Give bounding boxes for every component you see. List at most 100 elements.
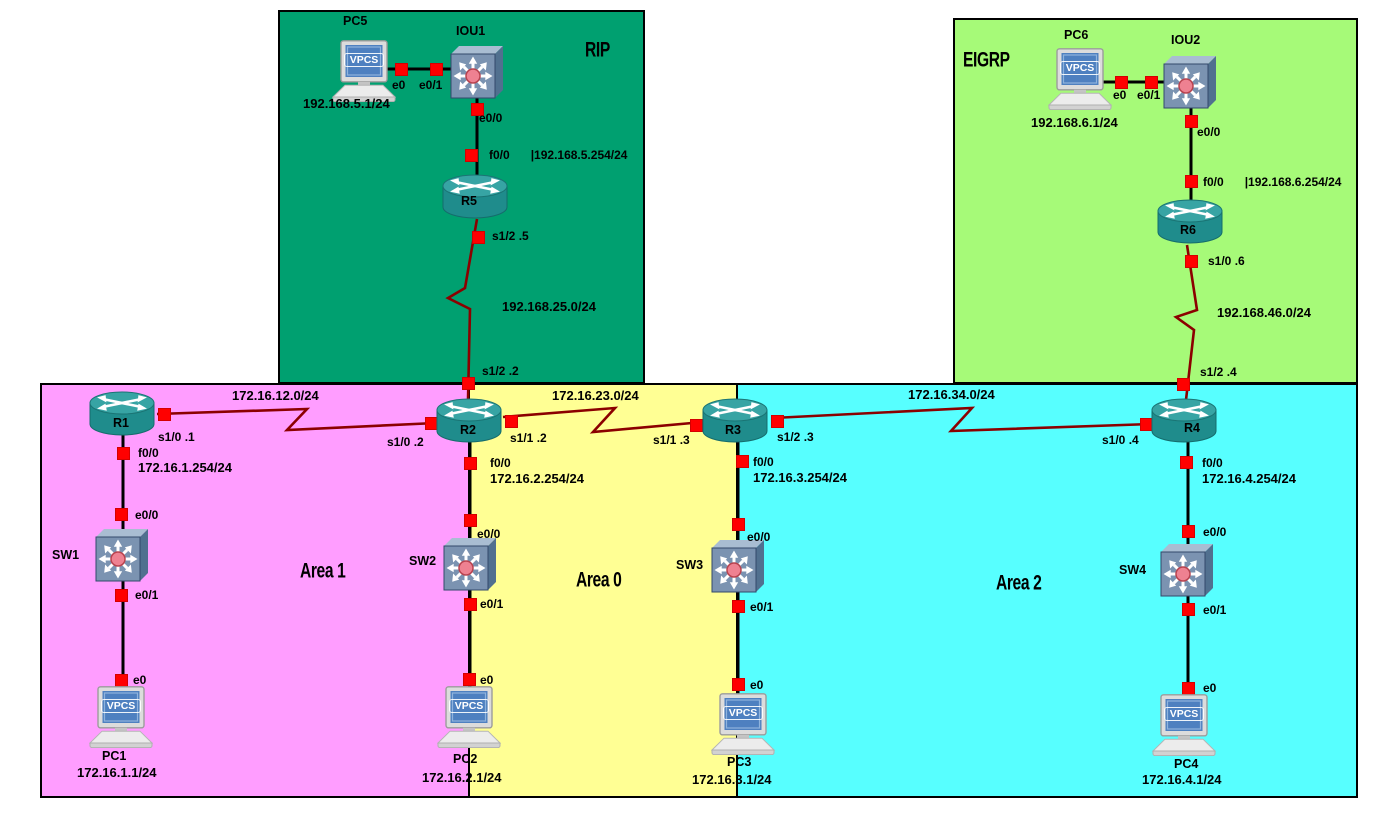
device-name-sw1: SW1 [52, 548, 80, 562]
connector-r3-s12 [771, 415, 784, 428]
connector-pc6-e0 [1115, 76, 1128, 89]
ip-label-r6-f00: 192.168.6.254/24 [1248, 175, 1342, 189]
port-label-r2-s12: s1/2 .2 [482, 364, 519, 378]
device-name-sw2: SW2 [409, 554, 437, 568]
node-pc4[interactable]: VPCS [1152, 694, 1216, 756]
network-label-34: 172.16.34.0/24 [908, 387, 995, 402]
connector-sw4-e00 [1182, 525, 1195, 538]
port-label-r6-f00: f0/0|192.168.6.254/24 [1203, 175, 1342, 189]
node-sw4[interactable] [1159, 544, 1213, 598]
port-label-r4-s10: s1/0 .4 [1102, 433, 1139, 447]
node-sw1[interactable] [94, 529, 148, 583]
node-sw3[interactable] [710, 540, 764, 594]
device-name-pc6: PC6 [1064, 28, 1089, 42]
port-label-r5-s12: s1/2 .5 [492, 229, 529, 243]
port-label-r2-f00: f0/0 [490, 456, 511, 470]
connector-r1-f00 [117, 447, 130, 460]
ip-label-r1-f00: 172.16.1.254/24 [138, 460, 232, 475]
device-name-pc3: PC3 [727, 755, 752, 769]
port-label-iou1-e00: e0/0 [479, 111, 503, 125]
ip-label-r5-f00: 192.168.5.254/24 [534, 148, 628, 162]
vpcs-screen-label: VPCS [101, 699, 141, 713]
connector-r4-s12 [1177, 378, 1190, 391]
connector-r4-f00 [1180, 456, 1193, 469]
switch-icon [442, 538, 496, 592]
laptop-icon [437, 686, 501, 748]
vpcs-screen-label: VPCS [1060, 61, 1100, 75]
vpcs-screen-label: VPCS [449, 699, 489, 713]
connector-pc2-e0 [463, 673, 476, 686]
port-label-r5-f00: f0/0|192.168.5.254/24 [489, 148, 628, 162]
node-pc6[interactable]: VPCS [1048, 48, 1112, 110]
connector-sw2-e00 [464, 514, 477, 527]
node-sw2[interactable] [442, 538, 496, 592]
port-label-iou2-e01: e0/1 [1137, 88, 1161, 102]
node-pc3[interactable]: VPCS [711, 693, 775, 755]
node-iou1[interactable] [449, 46, 503, 100]
laptop-icon [1152, 694, 1216, 756]
vpcs-screen-label: VPCS [1164, 707, 1204, 721]
port-label-r2-s10: s1/0 .2 [387, 435, 424, 449]
vpcs-screen-label: VPCS [723, 706, 763, 720]
switch-icon [94, 529, 148, 583]
connector-sw1-e01 [115, 589, 128, 602]
port-label-pc4-e0: e0 [1203, 681, 1217, 695]
region-area0[interactable] [468, 383, 738, 798]
device-name-pc2: PC2 [453, 752, 478, 766]
port-label-sw2-e01: e0/1 [480, 597, 504, 611]
device-name-pc4: PC4 [1174, 757, 1199, 771]
port-label-r4-f00: f0/0 [1202, 456, 1223, 470]
label-divider: | [530, 148, 535, 162]
region-area1[interactable] [40, 383, 470, 798]
device-name-r5: R5 [461, 194, 477, 208]
port-label-sw1-e00: e0/0 [135, 508, 159, 522]
port-label-pc3-e0: e0 [750, 678, 764, 692]
laptop-icon [332, 40, 396, 102]
laptop-icon [89, 686, 153, 748]
port-label-sw1-e01: e0/1 [135, 588, 159, 602]
switch-icon [1159, 544, 1213, 598]
port-label-r1-s10: s1/0 .1 [158, 430, 195, 444]
port-label-sw4-e01: e0/1 [1203, 603, 1227, 617]
label-divider: | [1244, 175, 1249, 189]
device-name-r6: R6 [1180, 223, 1196, 237]
connector-r5-f00 [465, 149, 478, 162]
ip-label-pc6: 192.168.6.1/24 [1031, 115, 1118, 130]
port-label-sw4-e00: e0/0 [1203, 525, 1227, 539]
connector-r6-s10 [1185, 255, 1198, 268]
connector-r2-s12 [462, 377, 475, 390]
region-label-rip: RIP [585, 38, 610, 62]
network-label-23: 172.16.23.0/24 [552, 388, 639, 403]
port-label-r6-s10: s1/0 .6 [1208, 254, 1245, 268]
node-pc1[interactable]: VPCS [89, 686, 153, 748]
device-name-iou1: IOU1 [456, 24, 486, 38]
node-pc5[interactable]: VPCS [332, 40, 396, 102]
region-eigrp[interactable] [953, 18, 1358, 384]
connector-sw3-e00 [732, 518, 745, 531]
ip-label-pc2: 172.16.2.1/24 [422, 770, 502, 785]
connector-r3-f00 [736, 455, 749, 468]
region-area2[interactable] [736, 383, 1358, 798]
ip-label-r3-f00: 172.16.3.254/24 [753, 470, 847, 485]
connector-r2-f00 [464, 457, 477, 470]
switch-icon [710, 540, 764, 594]
network-label-25: 192.168.25.0/24 [502, 299, 596, 314]
device-name-iou2: IOU2 [1171, 33, 1201, 47]
connector-r5-s12 [472, 231, 485, 244]
ip-label-pc1: 172.16.1.1/24 [77, 765, 157, 780]
switch-icon [1162, 56, 1216, 110]
port-label-r4-s12: s1/2 .4 [1200, 365, 1237, 379]
port-label-iou2-e00: e0/0 [1197, 125, 1221, 139]
node-iou2[interactable] [1162, 56, 1216, 110]
node-pc2[interactable]: VPCS [437, 686, 501, 748]
vpcs-screen-label: VPCS [344, 53, 384, 67]
laptop-icon [1048, 48, 1112, 110]
connector-sw3-e01 [732, 600, 745, 613]
device-name-sw3: SW3 [676, 558, 704, 572]
device-name-sw4: SW4 [1119, 563, 1147, 577]
node-r6[interactable] [1157, 199, 1223, 245]
port-label-sw3-e01: e0/1 [750, 600, 774, 614]
port-label-sw2-e00: e0/0 [477, 527, 501, 541]
ip-label-pc4: 172.16.4.1/24 [1142, 772, 1222, 787]
connector-pc5-e0 [395, 63, 408, 76]
